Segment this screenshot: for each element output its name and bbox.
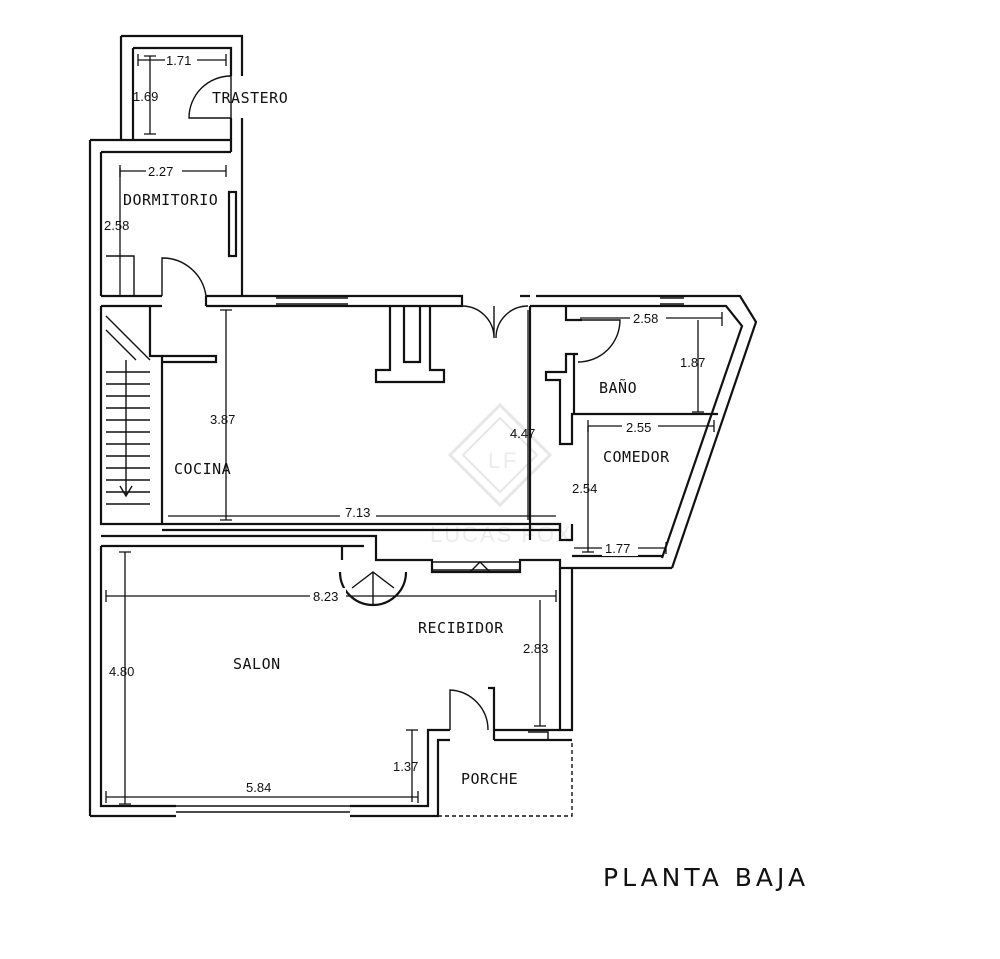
- dim-cocina-height: 3.87: [210, 412, 235, 427]
- room-labels: TRASTERO DORMITORIO COCINA BAÑO COMEDOR …: [123, 89, 670, 788]
- staircase: [105, 255, 151, 505]
- svg-text:F: F: [503, 448, 518, 473]
- dim-comedor-bottom: 1.77: [605, 541, 630, 556]
- room-label-cocina: COCINA: [174, 460, 231, 478]
- dim-dormitorio-height: 2.58: [104, 218, 129, 233]
- room-label-salon: SALON: [233, 655, 281, 673]
- dim-bano-width: 2.58: [633, 311, 658, 326]
- dim-dormitorio-width: 2.27: [148, 164, 173, 179]
- svg-text:L: L: [488, 448, 502, 473]
- dimension-labels: 1.71 1.69 2.27 2.58 3.87 7.13 4.47 2.58 …: [104, 52, 705, 795]
- dim-salon-full-width: 8.23: [313, 589, 338, 604]
- dim-central-height: 4.47: [510, 426, 535, 441]
- dim-recibidor-height: 2.83: [523, 641, 548, 656]
- room-label-porche: PORCHE: [461, 770, 518, 788]
- dim-comedor-height: 2.54: [572, 481, 597, 496]
- doors: [161, 75, 621, 731]
- dim-cocina-width: 7.13: [345, 505, 370, 520]
- dim-salon-width: 5.84: [246, 780, 271, 795]
- dim-trastero-height: 1.69: [133, 89, 158, 104]
- room-label-bano: BAÑO: [599, 378, 637, 397]
- watermark-logo: L F LUCAS FOX: [430, 402, 573, 547]
- dim-trastero-width: 1.71: [166, 53, 191, 68]
- room-label-trastero: TRASTERO: [212, 89, 288, 107]
- dim-porche-height: 1.37: [393, 759, 418, 774]
- dim-bano-height: 1.87: [680, 355, 705, 370]
- walls: [88, 34, 758, 818]
- watermark-text: LUCAS FOX: [430, 522, 573, 547]
- room-label-recibidor: RECIBIDOR: [418, 619, 504, 637]
- plan-title: PLANTA BAJA: [603, 863, 809, 892]
- dim-comedor-width: 2.55: [626, 420, 651, 435]
- dim-salon-height: 4.80: [109, 664, 134, 679]
- room-label-comedor: COMEDOR: [603, 448, 670, 466]
- dimension-lines: [105, 54, 723, 805]
- room-label-dormitorio: DORMITORIO: [123, 191, 218, 209]
